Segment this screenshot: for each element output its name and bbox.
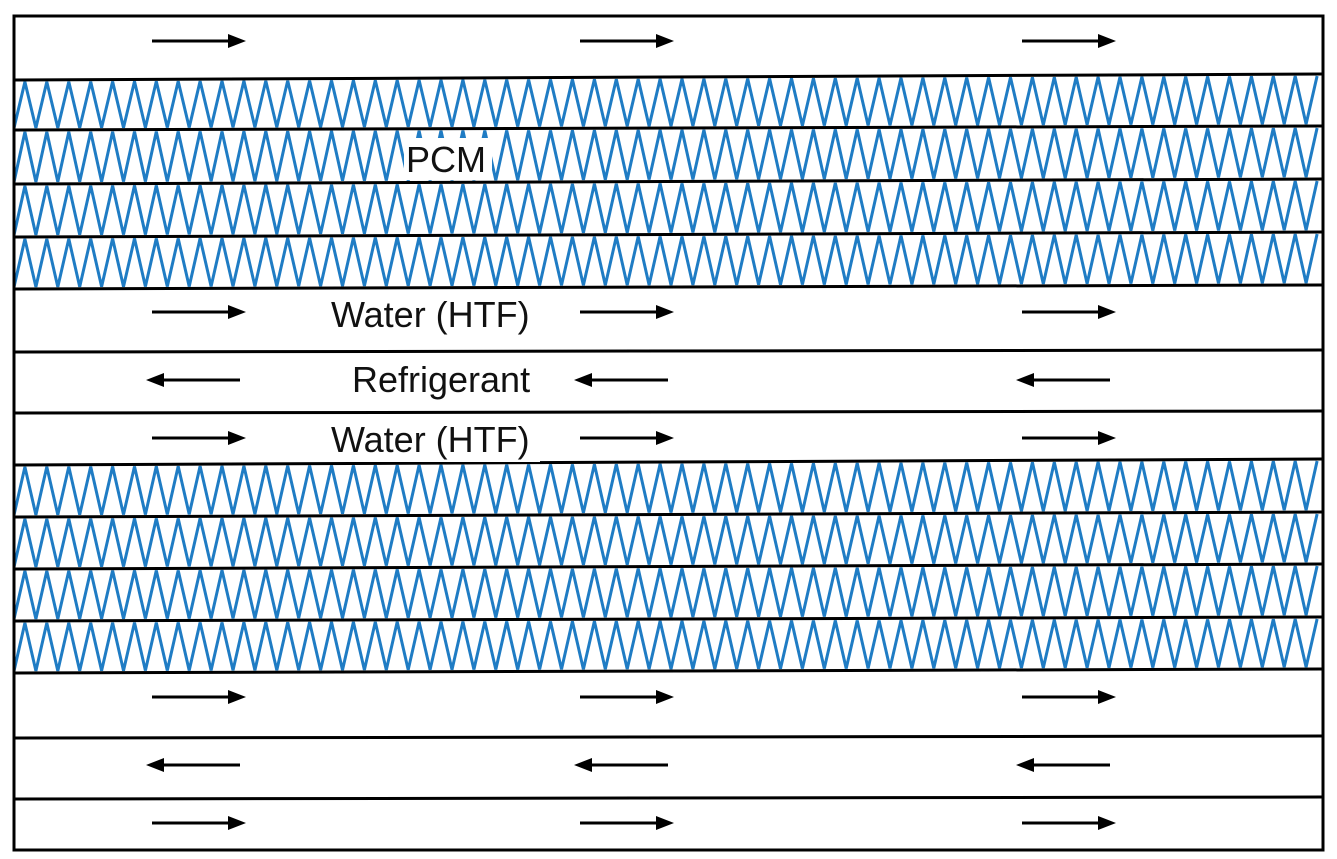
divider-line <box>13 457 1324 467</box>
flow-arrow-left <box>1016 758 1110 772</box>
flow-arrow-right <box>152 34 246 48</box>
divider-line <box>13 795 1324 801</box>
pcm-label-background <box>404 138 492 180</box>
fin-zigzag-row <box>12 75 1319 129</box>
divider-line <box>13 283 1324 291</box>
divider-line <box>13 562 1324 571</box>
fin-zigzag-row <box>12 127 1319 183</box>
fin-zigzag-row <box>12 233 1319 288</box>
fin-zigzag-row <box>12 618 1319 672</box>
flow-arrow-right <box>1022 690 1116 704</box>
divider-line <box>13 409 1324 415</box>
fin-zigzag-row <box>12 460 1319 516</box>
divider-line <box>13 124 1324 132</box>
divider-line <box>13 72 1324 82</box>
divider-line <box>13 615 1324 623</box>
flow-arrow-right <box>580 431 674 445</box>
divider-line <box>13 348 1324 354</box>
divider-line <box>13 230 1324 239</box>
flow-arrow-right <box>1022 305 1116 319</box>
flow-arrows <box>146 34 1116 830</box>
flow-arrow-right <box>152 690 246 704</box>
flow-arrow-right <box>152 431 246 445</box>
divider-line <box>13 667 1324 675</box>
water-htf-label-bottom: Water (HTF) <box>331 419 530 460</box>
pcm-label-group: PCM <box>404 138 492 180</box>
flow-arrow-left <box>574 758 668 772</box>
flow-arrow-right <box>152 305 246 319</box>
divider-line <box>13 177 1324 186</box>
flow-arrow-right <box>1022 816 1116 830</box>
water-htf-label-top: Water (HTF) <box>331 294 530 335</box>
flow-arrow-right <box>152 816 246 830</box>
flow-arrow-right <box>1022 431 1116 445</box>
pcm-fin-bands <box>12 75 1319 672</box>
divider-line <box>13 734 1324 740</box>
channel-lines <box>12 14 1325 852</box>
flow-arrow-left <box>1016 373 1110 387</box>
flow-arrow-right <box>580 690 674 704</box>
flow-arrow-right <box>580 305 674 319</box>
flow-arrow-right <box>580 816 674 830</box>
pcm-label: PCM <box>406 139 486 180</box>
flow-arrow-left <box>146 758 240 772</box>
divider-line <box>13 510 1324 519</box>
fin-zigzag-row <box>12 513 1319 568</box>
refrigerant-label: Refrigerant <box>352 359 530 400</box>
flow-arrow-left <box>574 373 668 387</box>
water-htf-label-bottom-group: Water (HTF) <box>328 419 540 462</box>
flow-arrow-right <box>1022 34 1116 48</box>
fin-zigzag-row <box>12 180 1319 236</box>
fin-zigzag-row <box>12 565 1319 620</box>
flow-arrow-left <box>146 373 240 387</box>
flow-arrow-right <box>580 34 674 48</box>
water-htf-label-bottom-background <box>328 420 540 462</box>
outer-frame <box>12 14 1325 852</box>
